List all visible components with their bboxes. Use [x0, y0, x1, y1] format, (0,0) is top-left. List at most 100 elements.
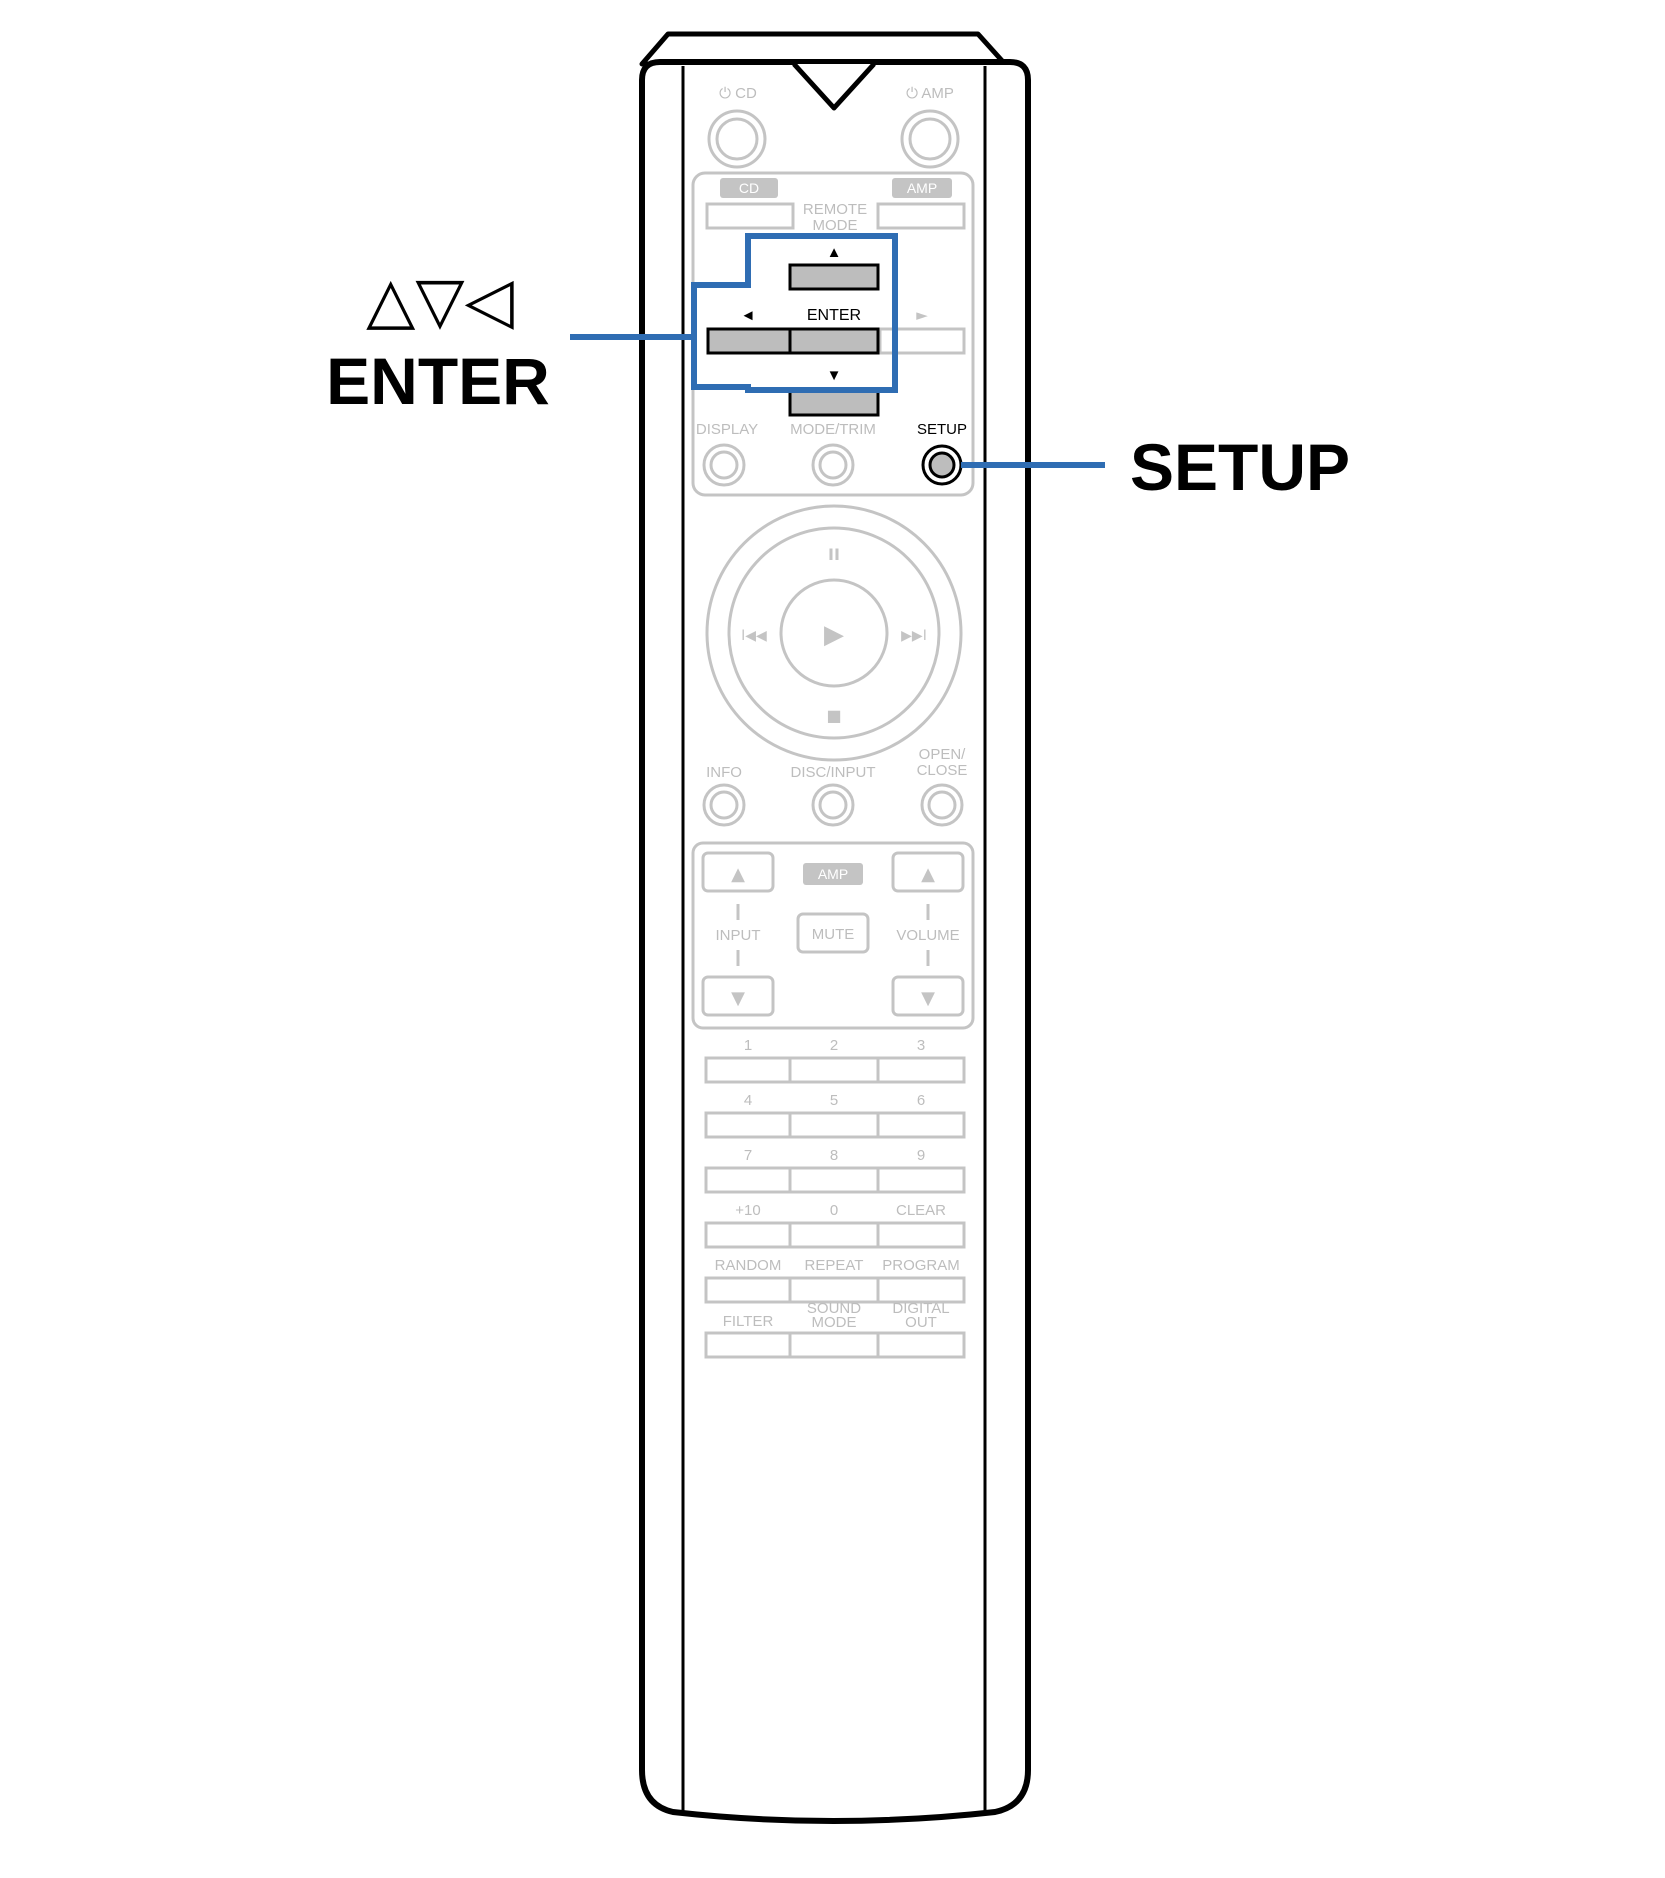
key-label: 1	[744, 1037, 752, 1054]
display-label: DISPLAY	[696, 421, 758, 438]
mute-label: MUTE	[812, 926, 855, 943]
remote-mode-label-line1: REMOTE	[803, 201, 867, 218]
transport-wheel[interactable]	[705, 504, 963, 762]
key-label: 2	[830, 1037, 838, 1054]
key-7-button[interactable]	[704, 1166, 792, 1194]
arrow-keys-callout: △▽◁	[366, 264, 514, 336]
volume-up-button[interactable]	[891, 851, 965, 893]
key-label: 4	[744, 1092, 752, 1109]
display-button[interactable]	[702, 443, 746, 487]
remote-mode-amp-button[interactable]	[876, 202, 966, 230]
sound-mode-label-line1: SOUND	[807, 1300, 861, 1317]
key-5-button[interactable]	[788, 1111, 880, 1139]
program-button[interactable]	[876, 1276, 966, 1304]
disc-input-button[interactable]	[811, 783, 855, 827]
amp-section-badge	[803, 863, 863, 885]
key-label: 0	[830, 1202, 838, 1219]
cd-mode-badge	[720, 178, 778, 198]
key-plus10-button[interactable]	[704, 1221, 792, 1249]
arrow-up-icon: ▲	[827, 244, 842, 261]
key-3-button[interactable]	[876, 1056, 966, 1084]
key-label: REPEAT	[805, 1257, 864, 1274]
next-track-icon[interactable]: ▶▶I	[901, 628, 927, 644]
key-2-button[interactable]	[788, 1056, 880, 1084]
key-8-button[interactable]	[788, 1166, 880, 1194]
key-row-5: RANDOM REPEAT PROGRAM	[704, 1257, 966, 1304]
filter-button[interactable]	[704, 1331, 792, 1359]
key-row-4: +10 0 CLEAR	[704, 1202, 966, 1249]
cd-mode-badge-label: CD	[739, 180, 759, 196]
setup-callout: SETUP	[1130, 430, 1350, 504]
arrow-left-icon: ◄	[741, 307, 756, 324]
info-button[interactable]	[702, 783, 746, 827]
input-label: INPUT	[716, 927, 761, 944]
cursor-highlight-outline	[691, 233, 898, 393]
previous-track-icon[interactable]: I◀◀	[741, 628, 767, 644]
power-amp-label: ⏻ AMP	[906, 85, 954, 102]
digital-out-label-line1: DIGITAL	[892, 1300, 949, 1317]
sound-mode-label-line2: MODE	[812, 1314, 857, 1331]
cursor-up-button[interactable]	[788, 263, 880, 291]
amp-section-panel	[691, 841, 975, 1030]
random-button[interactable]	[704, 1276, 792, 1304]
stop-icon[interactable]: ■	[826, 706, 841, 725]
key-label: 6	[917, 1092, 925, 1109]
power-cd-button[interactable]	[707, 109, 767, 169]
key-row-2: 4 5 6	[704, 1092, 966, 1139]
key-label: 9	[917, 1147, 925, 1164]
key-label: CLEAR	[896, 1202, 946, 1219]
volume-up-icon: ▲	[921, 864, 935, 885]
enter-button[interactable]	[788, 327, 880, 355]
key-label: RANDOM	[715, 1257, 782, 1274]
cursor-left-button[interactable]	[706, 327, 792, 355]
key-4-button[interactable]	[704, 1111, 792, 1139]
key-6-button[interactable]	[876, 1111, 966, 1139]
key-label: +10	[735, 1202, 760, 1219]
setup-label: SETUP	[917, 421, 967, 438]
repeat-button[interactable]	[788, 1276, 880, 1304]
clear-button[interactable]	[876, 1221, 966, 1249]
input-down-button[interactable]	[701, 975, 775, 1017]
info-label: INFO	[706, 764, 742, 781]
key-0-button[interactable]	[788, 1221, 880, 1249]
power-cd-label: ⏻ CD	[719, 85, 757, 102]
amp-mode-badge-label: AMP	[907, 180, 937, 196]
amp-mode-badge	[892, 178, 952, 198]
power-amp-button[interactable]	[900, 109, 960, 169]
keypad: 1 2 3 4 5 6 7 8 9 +10 0 CLEAR	[704, 1037, 966, 1359]
key-label: PROGRAM	[882, 1257, 960, 1274]
key-row-1: 1 2 3	[704, 1037, 966, 1084]
pause-icon[interactable]: II	[828, 545, 840, 564]
digital-out-button[interactable]	[876, 1331, 966, 1359]
digital-out-label-line2: OUT	[905, 1314, 937, 1331]
key-row-3: 7 8 9	[704, 1147, 966, 1194]
play-icon[interactable]: ▶	[824, 620, 844, 650]
setup-button[interactable]	[921, 444, 963, 486]
key-row-6: FILTER SOUND MODE DIGITAL OUT	[704, 1300, 966, 1359]
mode-trim-label: MODE/TRIM	[790, 421, 876, 438]
input-up-icon: ▲	[731, 864, 745, 885]
arrow-down-icon: ▼	[827, 367, 842, 384]
key-1-button[interactable]	[704, 1056, 792, 1084]
input-up-button[interactable]	[701, 851, 775, 893]
disc-input-label: DISC/INPUT	[790, 764, 875, 781]
key-label: 8	[830, 1147, 838, 1164]
sound-mode-button[interactable]	[788, 1331, 880, 1359]
open-close-button[interactable]	[920, 783, 964, 827]
mode-trim-button[interactable]	[811, 443, 855, 487]
cursor-down-button[interactable]	[788, 389, 880, 417]
volume-down-button[interactable]	[891, 975, 965, 1017]
open-close-label-line2: CLOSE	[917, 762, 968, 779]
open-close-label-line1: OPEN/	[919, 746, 967, 763]
mute-button[interactable]	[796, 912, 870, 954]
remote-mode-cd-button[interactable]	[705, 202, 795, 230]
arrow-right-icon: ►	[916, 306, 928, 324]
volume-down-icon: ▼	[921, 988, 935, 1009]
key-9-button[interactable]	[876, 1166, 966, 1194]
filter-label: FILTER	[723, 1313, 774, 1330]
amp-section-badge-label: AMP	[818, 866, 848, 882]
remote-mode-label-line2: MODE	[813, 217, 858, 234]
key-label: 7	[744, 1147, 752, 1164]
enter-callout: ENTER	[326, 344, 550, 418]
